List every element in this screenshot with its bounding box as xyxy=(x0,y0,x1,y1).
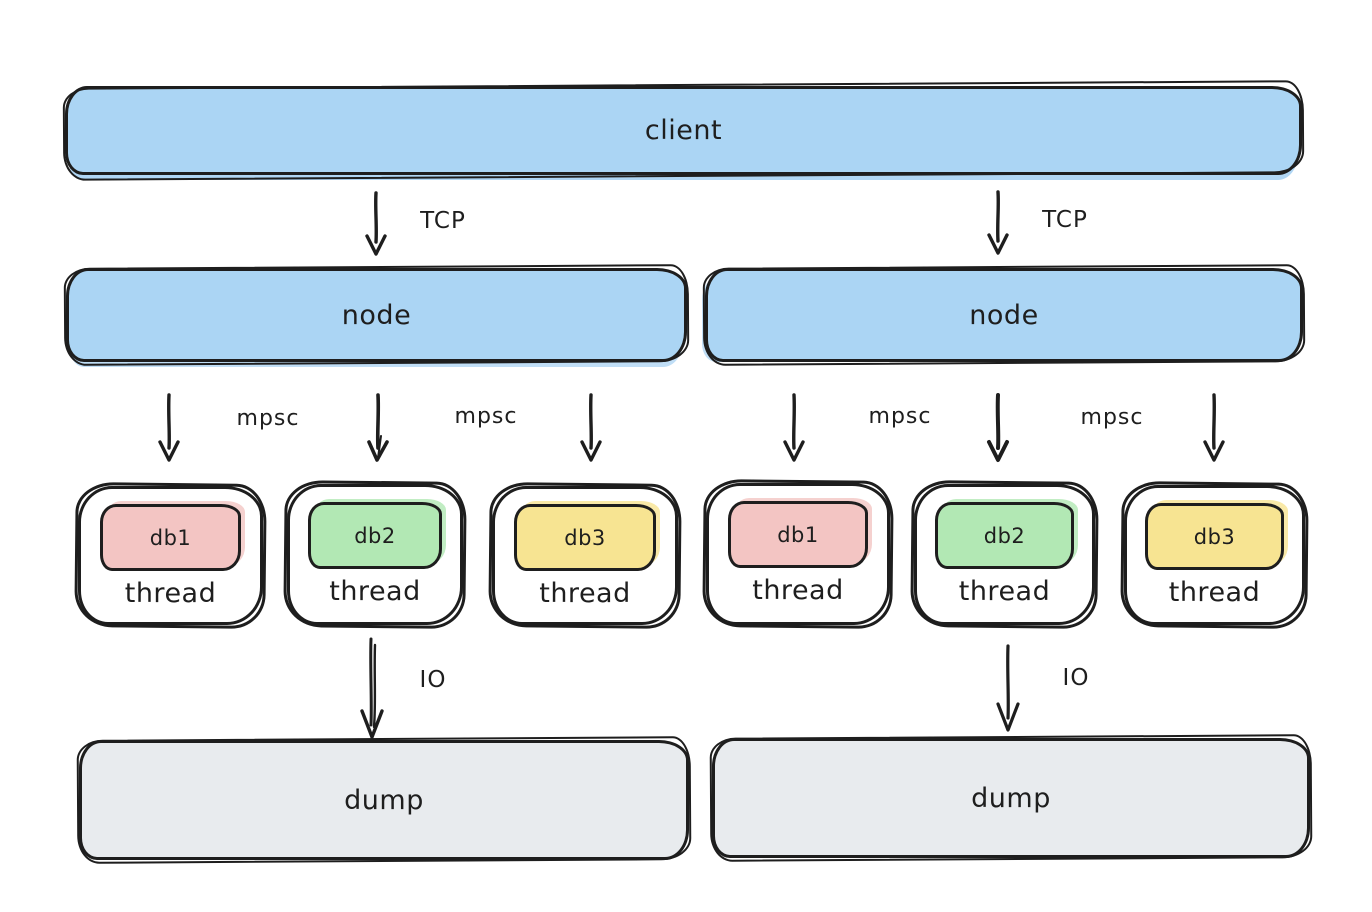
thread-box: db3 thread xyxy=(1124,485,1305,625)
edge-mpsc xyxy=(577,392,605,464)
node-box-left: node xyxy=(66,268,687,362)
arrow-down-icon xyxy=(783,393,805,462)
db-label: db1 xyxy=(149,525,192,550)
mpsc-label: mpsc xyxy=(454,404,518,429)
db-label: db3 xyxy=(564,525,606,550)
thread-box: db1 thread xyxy=(706,483,890,625)
node-label: node xyxy=(969,299,1039,331)
mpsc-label: mpsc xyxy=(236,406,300,431)
thread-label: thread xyxy=(752,575,844,606)
client-box: client xyxy=(65,86,1302,175)
tcp-label-right: TCP xyxy=(1042,207,1088,233)
dump-box-left: dump xyxy=(79,740,689,860)
mpsc-label: mpsc xyxy=(1080,405,1144,430)
dump-label: dump xyxy=(344,784,424,816)
edge-mpsc xyxy=(364,392,392,464)
thread-box: db3 thread xyxy=(492,486,678,625)
db-label: db3 xyxy=(1193,524,1236,549)
arrow-down-icon xyxy=(367,393,389,462)
db2-box: db2 xyxy=(307,502,443,569)
db-label: db1 xyxy=(777,522,819,547)
edge-mpsc xyxy=(984,392,1012,464)
edge-mpsc xyxy=(1200,392,1228,464)
arrow-down-icon xyxy=(987,393,1009,462)
db3-box: db3 xyxy=(513,504,657,571)
mpsc-label: mpsc xyxy=(868,404,932,429)
thread-box: db1 thread xyxy=(78,486,263,625)
db-label: db2 xyxy=(983,523,1026,548)
edge-io-right xyxy=(993,644,1023,734)
db1-box: db1 xyxy=(99,504,242,571)
db2-box: db2 xyxy=(935,502,1074,569)
thread-label: thread xyxy=(958,576,1051,607)
edge-tcp-left xyxy=(361,190,391,258)
edge-io-left xyxy=(357,637,387,741)
thread-label: thread xyxy=(329,576,421,607)
arrow-down-icon xyxy=(987,190,1009,255)
arrow-down-icon xyxy=(996,644,1020,732)
db-label: db2 xyxy=(354,523,396,548)
arrow-down-icon xyxy=(580,393,602,462)
edge-mpsc xyxy=(780,392,808,464)
arrow-down-icon xyxy=(158,393,180,462)
db3-box: db3 xyxy=(1145,503,1284,570)
io-label-right: IO xyxy=(1062,665,1090,691)
node-box-right: node xyxy=(705,268,1303,362)
node-label: node xyxy=(341,299,412,331)
arrow-down-icon xyxy=(360,637,384,739)
arrow-down-icon xyxy=(1203,393,1225,462)
thread-label: thread xyxy=(539,578,631,609)
tcp-label-left: TCP xyxy=(420,208,466,234)
thread-label: thread xyxy=(1168,577,1261,608)
arrow-down-icon xyxy=(365,191,387,256)
thread-box: db2 thread xyxy=(914,484,1095,625)
edge-mpsc xyxy=(155,392,183,464)
db1-box: db1 xyxy=(727,501,869,568)
thread-box: db2 thread xyxy=(287,484,463,625)
thread-label: thread xyxy=(124,578,217,609)
client-label: client xyxy=(644,115,723,146)
io-label-left: IO xyxy=(419,667,447,693)
edge-tcp-right xyxy=(983,189,1013,257)
dump-label: dump xyxy=(971,782,1051,814)
dump-box-right: dump xyxy=(712,738,1310,858)
